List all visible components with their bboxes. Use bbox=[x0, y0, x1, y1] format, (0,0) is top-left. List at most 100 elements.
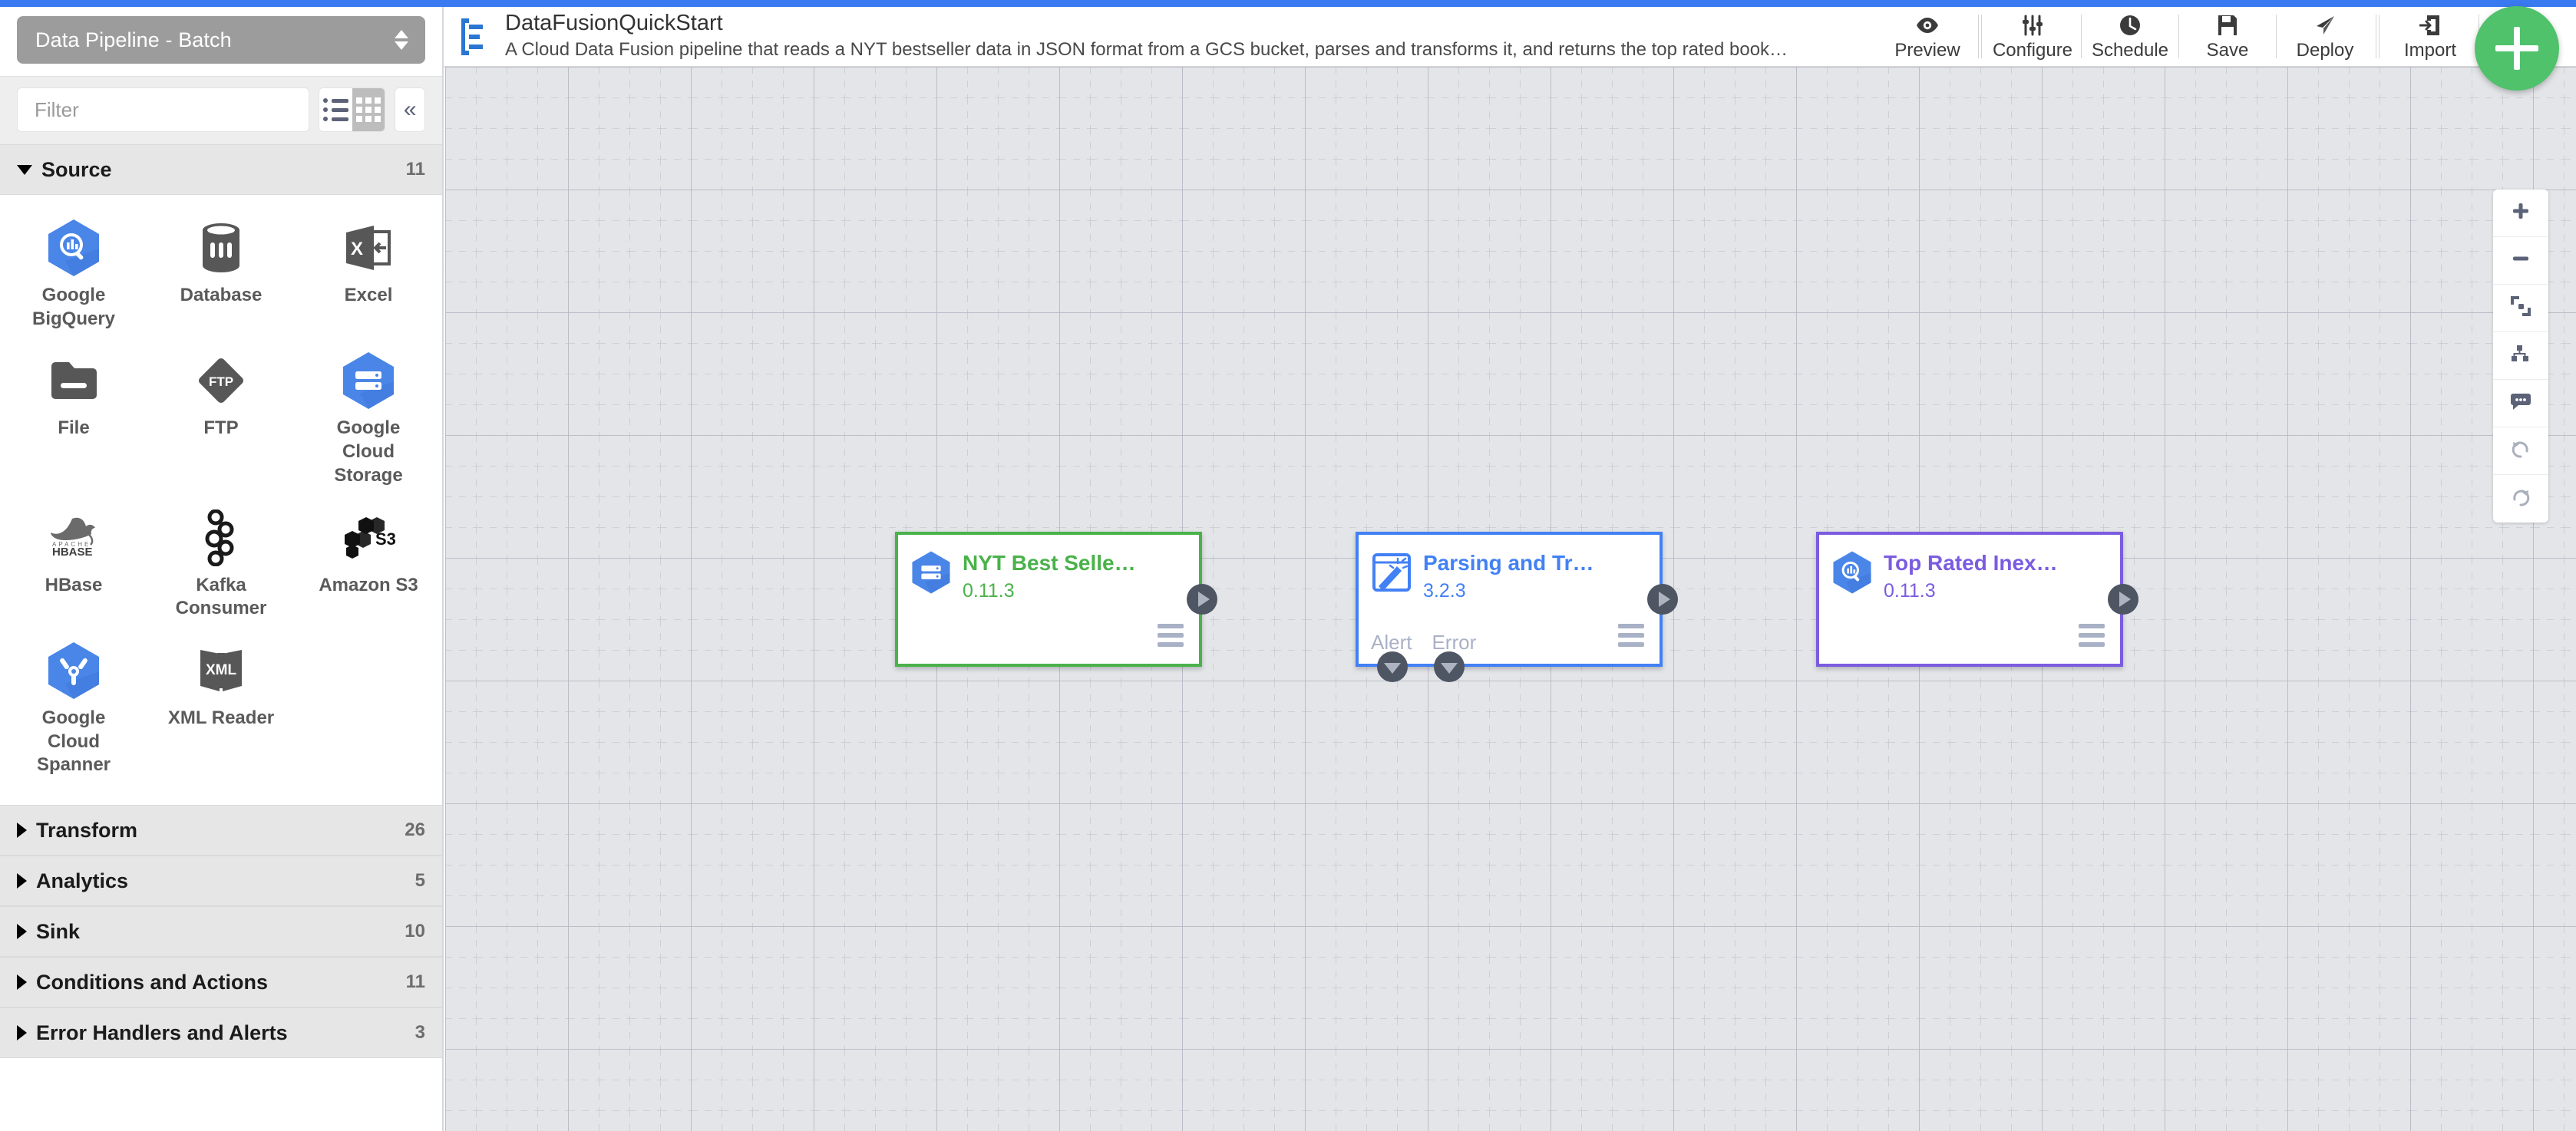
plugin-item-google-cloud-storage[interactable]: Google Cloud Storage bbox=[295, 338, 442, 495]
sidebar-section-transform-label: Transform bbox=[36, 818, 138, 842]
source-plugin-grid: Google BigQuery Database bbox=[0, 195, 442, 806]
error-output-label: Error bbox=[1432, 631, 1477, 654]
node-alert-port[interactable] bbox=[1377, 651, 1408, 682]
grid-view-button[interactable] bbox=[352, 88, 385, 131]
node-output-port[interactable] bbox=[2108, 584, 2138, 615]
import-arrow-icon bbox=[2419, 12, 2441, 38]
plugin-item-excel[interactable]: X Excel bbox=[295, 206, 442, 338]
undo-icon bbox=[2511, 439, 2531, 463]
pipeline-texts: DataFusionQuickStart A Cloud Data Fusion… bbox=[505, 12, 1788, 61]
svg-text:APACHE: APACHE bbox=[52, 541, 91, 548]
ftp-icon: FTP bbox=[191, 351, 251, 411]
pipeline-canvas[interactable]: NYT Best Selle… 0.11.3 bbox=[445, 67, 2576, 1131]
sidebar-section-sink[interactable]: Sink 10 bbox=[0, 906, 442, 958]
pipeline-meta: DataFusionQuickStart A Cloud Data Fusion… bbox=[444, 7, 1879, 66]
pipeline-node-transform[interactable]: Parsing and Tr… 3.2.3 Alert Error bbox=[1356, 532, 1678, 682]
node-output-port[interactable] bbox=[1647, 584, 1678, 615]
svg-text:FTP: FTP bbox=[209, 374, 233, 389]
list-view-button[interactable] bbox=[319, 88, 352, 131]
toolbar-divider bbox=[2276, 15, 2277, 58]
pipeline-type-value: Data Pipeline - Batch bbox=[35, 28, 232, 51]
data-fusion-pipeline-icon bbox=[456, 17, 491, 57]
zoom-out-button[interactable] bbox=[2493, 237, 2548, 285]
sidebar-section-error-handlers-and-alerts[interactable]: Error Handlers and Alerts 3 bbox=[0, 1007, 442, 1059]
pipeline-type-wrapper: Data Pipeline - Batch bbox=[0, 7, 442, 76]
plugin-item-ftp[interactable]: FTP FTP bbox=[147, 338, 295, 495]
google-bigquery-icon bbox=[44, 218, 104, 278]
undo-button[interactable] bbox=[2493, 427, 2548, 475]
sidebar-section-analytics-label: Analytics bbox=[36, 869, 129, 892]
save-button[interactable]: Save bbox=[2179, 7, 2276, 66]
caret-right-icon bbox=[17, 823, 27, 839]
node-menu-button[interactable] bbox=[2079, 624, 2105, 647]
node-error-port[interactable] bbox=[1434, 651, 1465, 682]
node-texts: Parsing and Tr… 3.2.3 bbox=[1423, 550, 1594, 602]
sidebar-section-source-count: 11 bbox=[405, 159, 425, 180]
zoom-in-button[interactable] bbox=[2493, 190, 2548, 237]
file-folder-icon bbox=[44, 351, 104, 411]
filter-input[interactable] bbox=[17, 87, 309, 132]
toolbar-divider bbox=[2081, 15, 2082, 58]
plugin-item-database[interactable]: Database bbox=[147, 206, 295, 338]
preview-button[interactable]: Preview bbox=[1879, 7, 1976, 66]
plugin-item-hbase[interactable]: APACHE HBASE HBase bbox=[0, 496, 147, 628]
caret-right-icon bbox=[17, 873, 27, 889]
pipeline-type-select[interactable]: Data Pipeline - Batch bbox=[17, 16, 425, 64]
list-view-icon bbox=[322, 98, 348, 121]
view-mode-toggle bbox=[319, 87, 386, 132]
excel-icon: X bbox=[339, 218, 398, 278]
sidebar-section-transform[interactable]: Transform 26 bbox=[0, 805, 442, 856]
pipeline-node-sink[interactable]: Top Rated Inex… 0.11.3 bbox=[1816, 532, 2138, 667]
node-title: NYT Best Selle… bbox=[963, 552, 1136, 575]
node-menu-button[interactable] bbox=[1158, 624, 1184, 647]
import-label: Import bbox=[2403, 39, 2456, 61]
plugin-item-google-cloud-spanner[interactable]: Google Cloud Spanner bbox=[0, 628, 147, 785]
plugin-label: Amazon S3 bbox=[319, 574, 418, 595]
node-title: Parsing and Tr… bbox=[1423, 552, 1594, 575]
google-cloud-storage-icon bbox=[910, 550, 952, 595]
page-title: DataFusionQuickStart bbox=[505, 12, 723, 36]
plugin-item-file[interactable]: File bbox=[0, 338, 147, 495]
schedule-button[interactable]: Schedule bbox=[2082, 7, 2178, 66]
top-accent-bar bbox=[0, 0, 2576, 7]
pipeline-node-source[interactable]: NYT Best Selle… 0.11.3 bbox=[895, 532, 1217, 667]
plugin-item-google-bigquery[interactable]: Google BigQuery bbox=[0, 206, 147, 338]
configure-button[interactable]: Configure bbox=[1984, 7, 2081, 66]
alert-output-label: Alert bbox=[1371, 631, 1412, 654]
caret-down-icon bbox=[17, 164, 32, 175]
add-node-fab[interactable] bbox=[2475, 6, 2559, 91]
plugin-label: Database bbox=[180, 285, 263, 305]
plugin-item-kafka-consumer[interactable]: Kafka Consumer bbox=[147, 496, 295, 628]
fit-to-screen-button[interactable] bbox=[2493, 285, 2548, 332]
plugin-item-amazon-s3[interactable]: S3 Amazon S3 bbox=[295, 496, 442, 628]
caret-right-icon bbox=[17, 1025, 27, 1041]
chevron-updown-icon bbox=[395, 30, 408, 50]
plugin-label: XML Reader bbox=[167, 707, 275, 729]
deploy-button[interactable]: Deploy bbox=[2277, 7, 2373, 66]
hbase-icon: APACHE HBASE bbox=[44, 508, 104, 568]
sidebar-section-error-handlers-label: Error Handlers and Alerts bbox=[36, 1021, 288, 1044]
plugin-label: HBase bbox=[45, 574, 103, 595]
sidebar-tail bbox=[0, 1058, 442, 1131]
sidebar-section-conditions-and-actions[interactable]: Conditions and Actions 11 bbox=[0, 957, 442, 1008]
import-button[interactable]: Import bbox=[2382, 7, 2479, 66]
comment-button[interactable] bbox=[2493, 380, 2548, 427]
toolbar-divider bbox=[1978, 15, 1982, 58]
plugin-item-xml-reader[interactable]: XML XML Reader bbox=[147, 628, 295, 785]
sidebar-section-analytics[interactable]: Analytics 5 bbox=[0, 856, 442, 907]
plugin-label: Excel bbox=[344, 285, 393, 305]
collapse-sidebar-button[interactable]: « bbox=[395, 87, 425, 132]
align-nodes-button[interactable] bbox=[2493, 332, 2548, 380]
kafka-icon bbox=[191, 508, 251, 568]
canvas-controls bbox=[2493, 190, 2548, 523]
node-version: 0.11.3 bbox=[963, 579, 1015, 602]
node-output-port[interactable] bbox=[1187, 584, 1217, 615]
node-texts: NYT Best Selle… 0.11.3 bbox=[963, 550, 1136, 602]
preview-label: Preview bbox=[1894, 39, 1960, 61]
sidebar-section-error-handlers-count: 3 bbox=[414, 1022, 425, 1044]
node-menu-button[interactable] bbox=[1618, 624, 1644, 647]
redo-button[interactable] bbox=[2493, 475, 2548, 523]
sidebar-section-source[interactable]: Source 11 bbox=[0, 144, 442, 195]
amazon-s3-icon: S3 bbox=[339, 508, 398, 568]
